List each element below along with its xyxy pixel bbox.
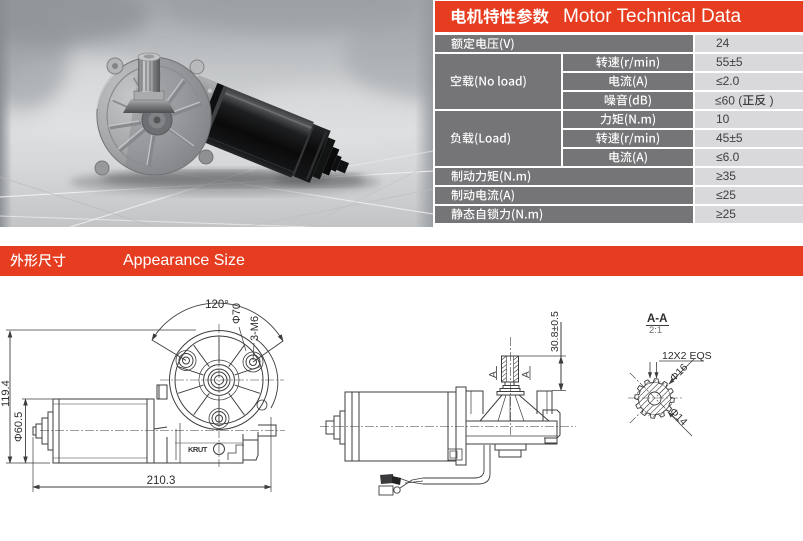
svg-text:119.4: 119.4 bbox=[0, 380, 12, 407]
svg-text:120°: 120° bbox=[205, 299, 229, 311]
svg-text:Φ16: Φ16 bbox=[668, 361, 691, 384]
svg-text:KRUT: KRUT bbox=[188, 445, 208, 454]
svg-text:3-M6: 3-M6 bbox=[249, 316, 261, 341]
svg-text:Φ60.5: Φ60.5 bbox=[13, 412, 25, 442]
svg-text:Φ14: Φ14 bbox=[667, 406, 690, 429]
svg-text:30.8±0.5: 30.8±0.5 bbox=[549, 311, 561, 352]
svg-text:A: A bbox=[521, 371, 532, 378]
svg-text:A-A: A-A bbox=[647, 313, 667, 325]
svg-text:2:1: 2:1 bbox=[649, 325, 662, 336]
svg-text:Φ70: Φ70 bbox=[231, 303, 243, 324]
svg-text:210.3: 210.3 bbox=[147, 475, 176, 487]
svg-text:12X2 EQS: 12X2 EQS bbox=[662, 350, 712, 362]
svg-text:A: A bbox=[488, 371, 499, 378]
